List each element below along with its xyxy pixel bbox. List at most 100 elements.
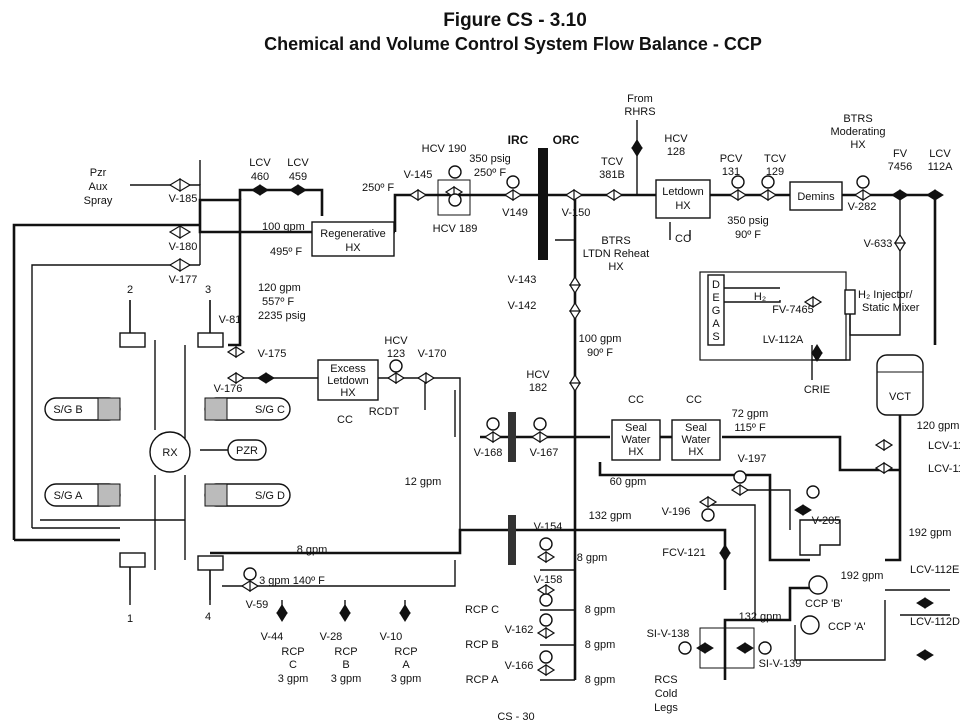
svg-text:LCV-112B: LCV-112B (928, 440, 960, 452)
svg-text:HX: HX (688, 446, 704, 458)
svg-text:LV-112A: LV-112A (763, 334, 804, 346)
svg-text:CC: CC (628, 394, 644, 406)
svg-text:128: 128 (667, 146, 685, 158)
svg-text:V-154: V-154 (534, 521, 563, 533)
svg-text:RCS: RCS (654, 674, 677, 686)
svg-text:Letdown: Letdown (327, 375, 369, 387)
svg-text:120 gpm: 120 gpm (258, 282, 301, 294)
svg-text:3 gpm: 3 gpm (331, 673, 362, 685)
svg-text:557º F: 557º F (262, 296, 294, 308)
svg-text:V-59: V-59 (246, 599, 269, 611)
svg-text:HX: HX (340, 387, 356, 399)
rcp-loop-2 (119, 332, 146, 348)
svg-text:Seal: Seal (685, 422, 707, 434)
svg-text:Water: Water (682, 434, 711, 446)
svg-text:182: 182 (529, 382, 547, 394)
svg-text:90º F: 90º F (735, 229, 761, 241)
h2-injector: H₂ Injector/ Static Mixer (844, 289, 920, 315)
svg-text:From: From (627, 93, 653, 105)
svg-text:123: 123 (387, 348, 405, 360)
svg-text:LCV-112C: LCV-112C (928, 463, 960, 475)
svg-text:B: B (342, 659, 349, 671)
svg-text:350 psig: 350 psig (727, 215, 769, 227)
svg-text:RCDT: RCDT (369, 406, 400, 418)
rcp-loop-1 (119, 552, 146, 568)
svg-text:459: 459 (289, 171, 307, 183)
svg-text:CCP 'A': CCP 'A' (828, 621, 866, 633)
svg-text:100 gpm: 100 gpm (262, 221, 305, 233)
svg-text:V-170: V-170 (418, 348, 447, 360)
seal-filter (799, 519, 841, 556)
svg-text:S/G D: S/G D (255, 490, 285, 502)
svg-text:V-10: V-10 (380, 631, 403, 643)
svg-text:CCP 'B': CCP 'B' (805, 598, 843, 610)
svg-text:112A: 112A (928, 161, 954, 173)
svg-text:SI-V-139: SI-V-139 (759, 658, 802, 670)
svg-text:V-175: V-175 (258, 348, 287, 360)
svg-text:V-633: V-633 (864, 238, 893, 250)
svg-text:V-166: V-166 (505, 660, 534, 672)
svg-text:LTDN Reheat: LTDN Reheat (583, 248, 649, 260)
svg-text:Pzr: Pzr (90, 167, 107, 179)
orc-label: ORC (553, 133, 580, 147)
svg-text:12 gpm: 12 gpm (405, 476, 442, 488)
svg-text:A: A (712, 318, 720, 330)
svg-text:Letdown: Letdown (662, 186, 704, 198)
svg-text:HX: HX (628, 446, 644, 458)
steam-generator-a: S/G A (44, 483, 121, 507)
svg-text:LCV: LCV (929, 148, 951, 160)
svg-text:V-185: V-185 (169, 193, 198, 205)
svg-text:LCV: LCV (287, 157, 309, 169)
svg-text:120 gpm: 120 gpm (917, 420, 960, 432)
svg-text:3 gpm: 3 gpm (391, 673, 422, 685)
ccp-a: CCP 'A' (800, 615, 866, 635)
svg-text:CC: CC (675, 233, 691, 245)
svg-text:381B: 381B (599, 169, 625, 181)
svg-text:FV-7465: FV-7465 (772, 304, 814, 316)
steam-generator-c: S/G C (204, 397, 291, 421)
svg-text:V-81: V-81 (219, 314, 242, 326)
svg-text:CC: CC (337, 414, 353, 426)
svg-text:FCV-121: FCV-121 (662, 547, 705, 559)
svg-text:495º F: 495º F (270, 246, 302, 258)
svg-text:G: G (712, 305, 721, 317)
rcp-loop-3 (197, 332, 224, 348)
svg-text:H₂: H₂ (754, 291, 766, 303)
containment-boundary-top (538, 148, 548, 260)
svg-text:E: E (712, 292, 719, 304)
svg-text:V-158: V-158 (534, 574, 563, 586)
svg-text:CC: CC (686, 394, 702, 406)
svg-text:S/G C: S/G C (255, 404, 285, 416)
svg-text:RCP B: RCP B (465, 639, 498, 651)
svg-text:Moderating: Moderating (830, 126, 885, 138)
seal-water-hx-1: Seal Water HX (611, 419, 661, 461)
svg-text:250º F: 250º F (362, 182, 394, 194)
loop-1-label: 1 (127, 613, 133, 625)
svg-text:90º F: 90º F (587, 347, 613, 359)
svg-text:V-196: V-196 (662, 506, 691, 518)
svg-text:Static Mixer: Static Mixer (862, 302, 920, 314)
svg-text:72 gpm: 72 gpm (732, 408, 769, 420)
svg-text:8 gpm: 8 gpm (297, 544, 328, 556)
svg-text:RHRS: RHRS (624, 106, 655, 118)
vct: VCT (876, 354, 924, 416)
svg-text:VCT: VCT (889, 391, 911, 403)
svg-text:V-177: V-177 (169, 274, 198, 286)
svg-text:A: A (402, 659, 410, 671)
svg-text:V-168: V-168 (474, 447, 503, 459)
svg-text:HCV 190: HCV 190 (422, 143, 467, 155)
excess-letdown-hx: Excess Letdown HX (317, 359, 379, 401)
svg-text:2235 psig: 2235 psig (258, 310, 306, 322)
ccp-b: CCP 'B' (805, 575, 843, 610)
svg-text:V-176: V-176 (214, 383, 243, 395)
svg-text:7456: 7456 (888, 161, 912, 173)
text-labels: Pzr Aux Spray V-185 V-180 V-177 LCV 460 … (84, 93, 960, 720)
svg-text:LCV: LCV (249, 157, 271, 169)
steam-generator-d: S/G D (204, 483, 291, 507)
rcp-loop-4 (197, 555, 224, 571)
piping (12, 120, 950, 681)
irc-label: IRC (508, 133, 529, 147)
svg-text:HX: HX (850, 139, 866, 151)
svg-text:Spray: Spray (84, 195, 113, 207)
svg-text:CRIE: CRIE (804, 384, 830, 396)
